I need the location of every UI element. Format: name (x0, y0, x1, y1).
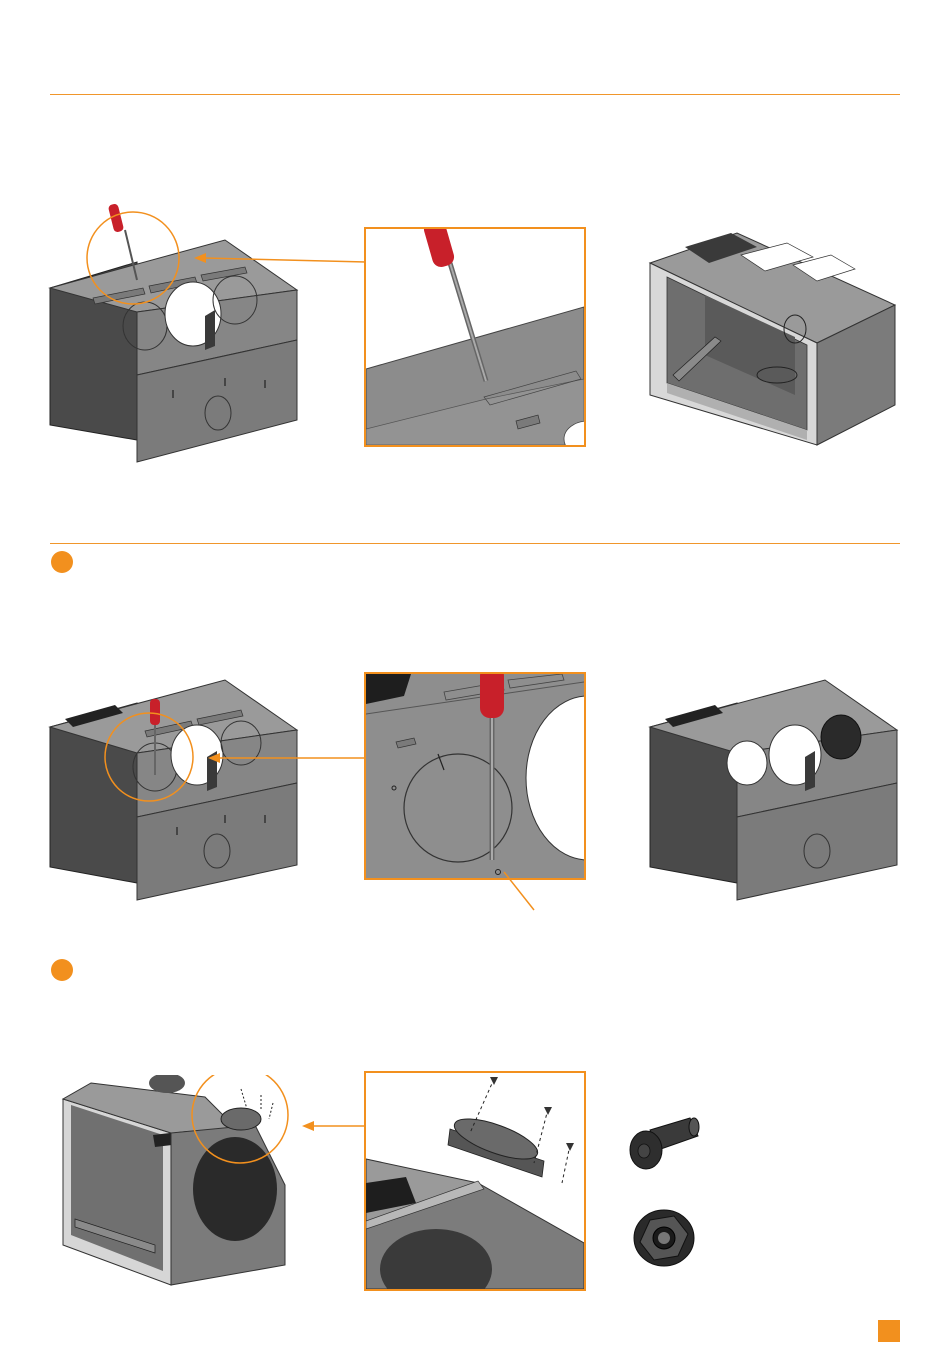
housing-closed-figure (45, 200, 305, 470)
housing-opened-knockouts-drawing (645, 675, 903, 903)
callout-arrow-3 (298, 1116, 368, 1136)
housing-open-drawing (645, 225, 900, 450)
bolt-icon (628, 1114, 700, 1172)
detail-inset-2 (364, 672, 586, 880)
housing-collar-figure (55, 1075, 295, 1290)
detail-inset-3-drawing (366, 1073, 584, 1289)
housing-opened-knockouts-figure (645, 675, 903, 903)
callout-arrow-2 (204, 748, 370, 768)
detail-inset-2-drawing (366, 674, 584, 878)
step-marker-3 (51, 959, 73, 981)
detail-inset-1 (364, 227, 586, 447)
page-corner-marker (878, 1320, 900, 1342)
housing-knockout-figure (45, 675, 305, 903)
housing-closed-drawing (45, 200, 305, 470)
housing-open-figure (645, 225, 900, 450)
housing-knockout-drawing (45, 675, 305, 903)
top-divider (50, 94, 900, 95)
flange-nut-icon (632, 1206, 696, 1268)
section-divider (50, 543, 900, 544)
callout-line-screw (496, 862, 546, 914)
housing-collar-drawing (55, 1075, 295, 1290)
callout-arrow-1 (190, 252, 370, 272)
step-marker-2 (51, 551, 73, 573)
detail-inset-3 (364, 1071, 586, 1291)
detail-inset-1-drawing (366, 229, 584, 445)
